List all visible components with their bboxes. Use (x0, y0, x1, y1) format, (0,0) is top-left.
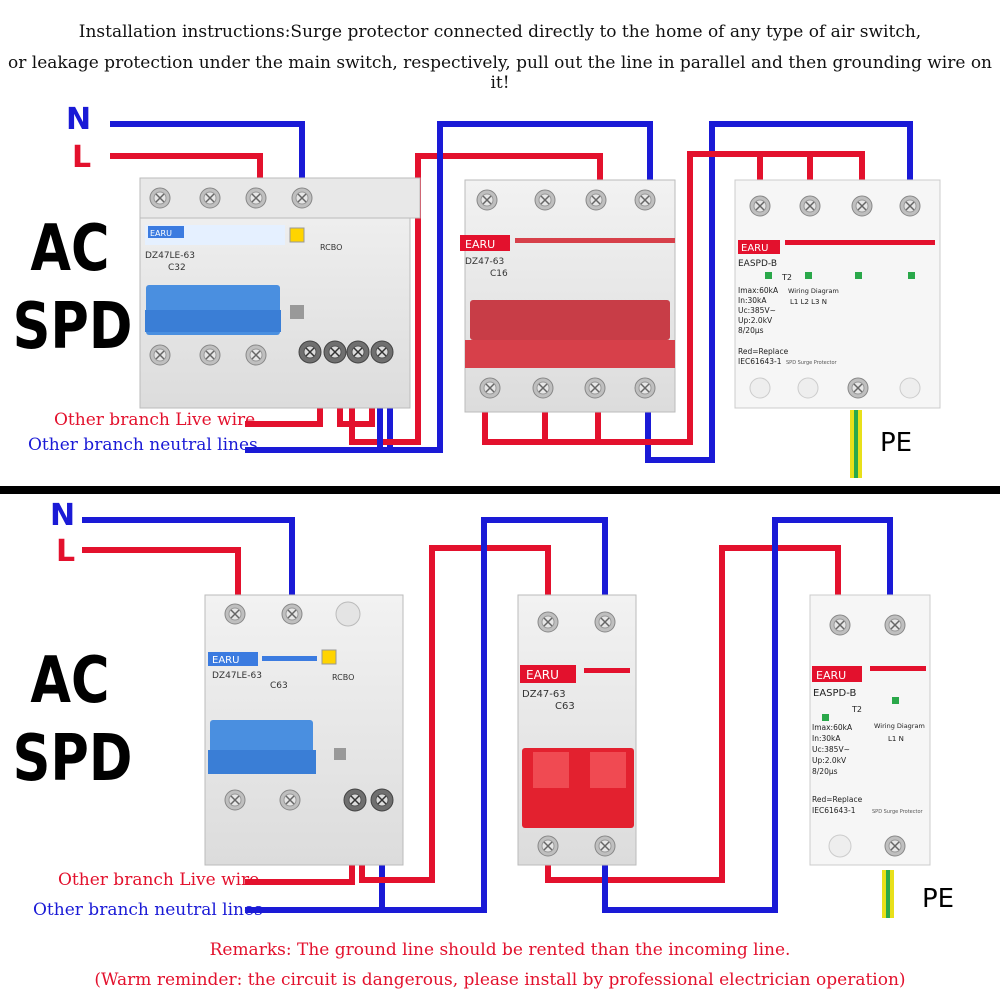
bottom-rcbo: EARU DZ47LE-63 C63 RCBO (204, 594, 404, 866)
instruction-line-1: Installation instructions:Surge protecto… (78, 22, 922, 42)
top-spd-standard: IEC61643-1 (738, 357, 782, 366)
instruction-line-2: or leakage protection under the main swi… (8, 53, 992, 93)
top-spd-spec-0: Imax:60kA (738, 286, 779, 295)
top-spd-class: T2 (781, 273, 792, 282)
top-rcbo: EARU DZ47LE-63 C32 RCBO (139, 177, 421, 409)
top-spd-spec-3: Up:2.0kV (738, 316, 773, 325)
bottom-mcb: EARU DZ47-63 C63 (517, 594, 637, 866)
top-rcbo-tag: RCBO (320, 243, 342, 252)
bottom-spd-spec-1: In:30kA (812, 734, 841, 743)
top-rcbo-brand: EARU (150, 229, 172, 238)
top-spd-spec-4: 8/20μs (738, 326, 764, 335)
top-ground-wire (850, 410, 862, 478)
bottom-spd-footer: SPD Surge Protector (872, 809, 924, 815)
top-mcb-handle (470, 300, 670, 340)
bottom-spd-class: T2 (851, 705, 862, 714)
bottom-pe-label: PE (922, 884, 955, 914)
bottom-spd-replace: Red=Replace (812, 795, 863, 804)
bottom-spd-spec-0: Imax:60kA (812, 723, 853, 732)
top-mcb-model: DZ47-63 (465, 257, 504, 267)
top-spd-footer: SPD Surge Protector (786, 360, 838, 366)
top-title-ac: AC (30, 212, 110, 286)
bottom-rcbo-brand: EARU (212, 655, 239, 666)
bottom-n-label: N (50, 498, 76, 533)
top-spd-spec-2: Uc:385V~ (738, 306, 776, 315)
top-spd: EARU EASPD-B T2 Imax:60kA In:30kA Uc:385… (734, 179, 941, 409)
bottom-spd-terminals: L1 N (888, 735, 904, 743)
bottom-mcb-model: DZ47-63 (522, 689, 566, 700)
top-panel-wires (110, 121, 913, 463)
top-l-label: L (72, 140, 92, 175)
bottom-rcbo-model: DZ47LE-63 (212, 671, 262, 681)
top-mcb: EARU DZ47-63 C16 (460, 179, 676, 413)
bottom-spd-wiring-title: Wiring Diagram (874, 722, 925, 730)
bottom-mcb-rating: C63 (555, 701, 575, 712)
bottom-l-label: L (56, 534, 76, 569)
bottom-mcb-brand: EARU (526, 668, 559, 682)
bottom-spd: EARU EASPD-B T2 Imax:60kA In:30kA Uc:385… (809, 594, 931, 866)
top-rcbo-model: DZ47LE-63 (145, 251, 195, 261)
top-spd-wiring-title: Wiring Diagram (788, 287, 839, 295)
bottom-spd-brand: EARU (816, 669, 846, 682)
top-title-spd: SPD (12, 290, 133, 364)
top-mcb-brand: EARU (465, 238, 495, 251)
bottom-spd-standard: IEC61643-1 (812, 806, 856, 815)
top-n-label: N (66, 102, 92, 137)
top-rcbo-rating: C32 (168, 263, 186, 273)
top-mcb-rating: C16 (490, 269, 508, 279)
bottom-title-spd: SPD (12, 722, 133, 796)
remark-line-1: Remarks: The ground line should be rente… (209, 940, 791, 960)
top-spd-brand: EARU (741, 243, 768, 254)
bottom-spd-spec-3: Up:2.0kV (812, 756, 847, 765)
bottom-rcbo-tag: RCBO (332, 673, 354, 682)
bottom-rcbo-rating: C63 (270, 681, 288, 691)
bottom-title-ac: AC (30, 644, 110, 718)
top-spd-terminals: L1 L2 L3 N (790, 298, 827, 306)
top-branch-neutral-label: Other branch neutral lines (28, 435, 258, 455)
panel-divider (0, 486, 1000, 494)
bottom-panel-wires (82, 517, 893, 913)
top-spd-model: EASPD-B (738, 259, 777, 269)
bottom-ground-wire (882, 870, 894, 918)
bottom-spd-spec-4: 8/20μs (812, 767, 838, 776)
top-branch-live-label: Other branch Live wire (54, 410, 256, 430)
top-spd-spec-1: In:30kA (738, 296, 767, 305)
bottom-branch-neutral-label: Other branch neutral lines (33, 900, 263, 920)
remark-line-2: (Warm reminder: the circuit is dangerous… (94, 970, 906, 990)
top-pe-label: PE (880, 428, 913, 458)
bottom-branch-live-label: Other branch Live wire (58, 870, 260, 890)
bottom-spd-spec-2: Uc:385V~ (812, 745, 850, 754)
top-spd-replace: Red=Replace (738, 347, 789, 356)
bottom-spd-model: EASPD-B (813, 688, 856, 699)
